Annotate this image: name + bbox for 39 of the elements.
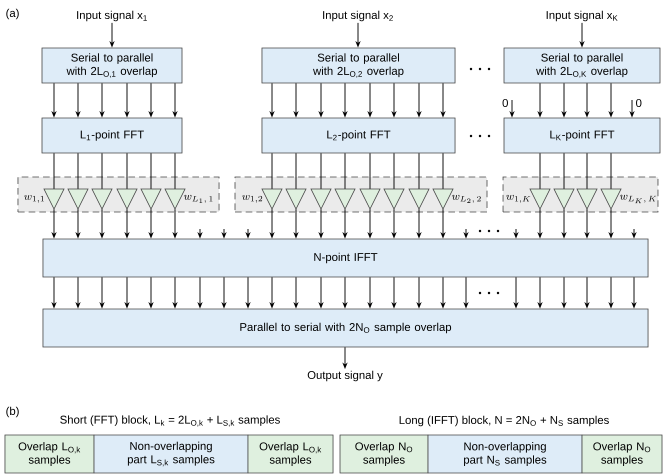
process-box: Serial to parallel with 2L$_{O,2}$ overlap xyxy=(262,48,456,84)
table-cell: Overlap N$_{O}$ samples xyxy=(582,434,662,474)
table-cell: Non-overlapping part L$_{S,k}$ samples xyxy=(94,434,248,474)
process-box: N-point IFFT xyxy=(42,238,648,278)
block-heading: Long (IFFT) block, N = 2N$_{O}$ + N$_{S}$ samples xyxy=(400,416,609,426)
process-box: Serial to parallel with 2L$_{O,1}$ overlap xyxy=(42,48,182,84)
signal-label: Input signal x$_{2}$ xyxy=(323,10,393,22)
connector-line xyxy=(610,152,612,190)
connector-line xyxy=(320,152,322,190)
connector-line xyxy=(442,152,444,190)
weight-label: $w_{L_1,\,1}$ xyxy=(184,194,212,203)
panel-label: (b) xyxy=(6,406,19,418)
process-box: Serial to parallel with 2L$_{O,K}$ overlap xyxy=(504,48,660,84)
table-cell: Overlap L$_{O,k}$ samples xyxy=(248,434,334,474)
panel-label: (a) xyxy=(6,8,19,20)
weight-label: $w_{1,K}$ xyxy=(506,194,530,203)
connector-line xyxy=(126,152,128,190)
edge-label: 0 xyxy=(502,99,508,107)
signal-label: Output signal y xyxy=(308,370,383,382)
connector-line xyxy=(586,152,588,190)
table-cell: Overlap L$_{O,k}$ samples xyxy=(4,434,94,474)
connector-line xyxy=(150,152,152,190)
table-cell: Non-overlapping part N$_{S}$ samples xyxy=(428,434,582,474)
weight-label: $w_{1,1}$ xyxy=(24,195,44,203)
edge-label: 0 xyxy=(636,99,642,107)
connector-line xyxy=(344,152,346,190)
connector-line xyxy=(418,152,420,190)
connector-line xyxy=(174,152,176,190)
process-box: L$_{K}$-point FFT xyxy=(504,118,660,154)
process-box: Parallel to serial with 2N$_{O}$ sample overlap xyxy=(42,308,648,348)
weight-label: $w_{L_2,\,2}$ xyxy=(452,194,481,203)
block-heading: Short (FFT) block, L$_{k}$ = 2L$_{O,k}$ + L$_{S,k}$ samples xyxy=(60,415,280,427)
weight-label: $w_{1,2}$ xyxy=(242,195,262,203)
weight-label: $w_{L_K,\,K}$ xyxy=(620,194,656,204)
process-box: L$_{2}$-point FFT xyxy=(262,118,456,154)
table-cell: Overlap N$_{O}$ samples xyxy=(340,434,428,474)
process-box: L$_{1}$-point FFT xyxy=(42,118,182,154)
signal-label: Input signal x$_{1}$ xyxy=(77,10,147,22)
signal-label: Input signal x$_{K}$ xyxy=(546,10,618,22)
